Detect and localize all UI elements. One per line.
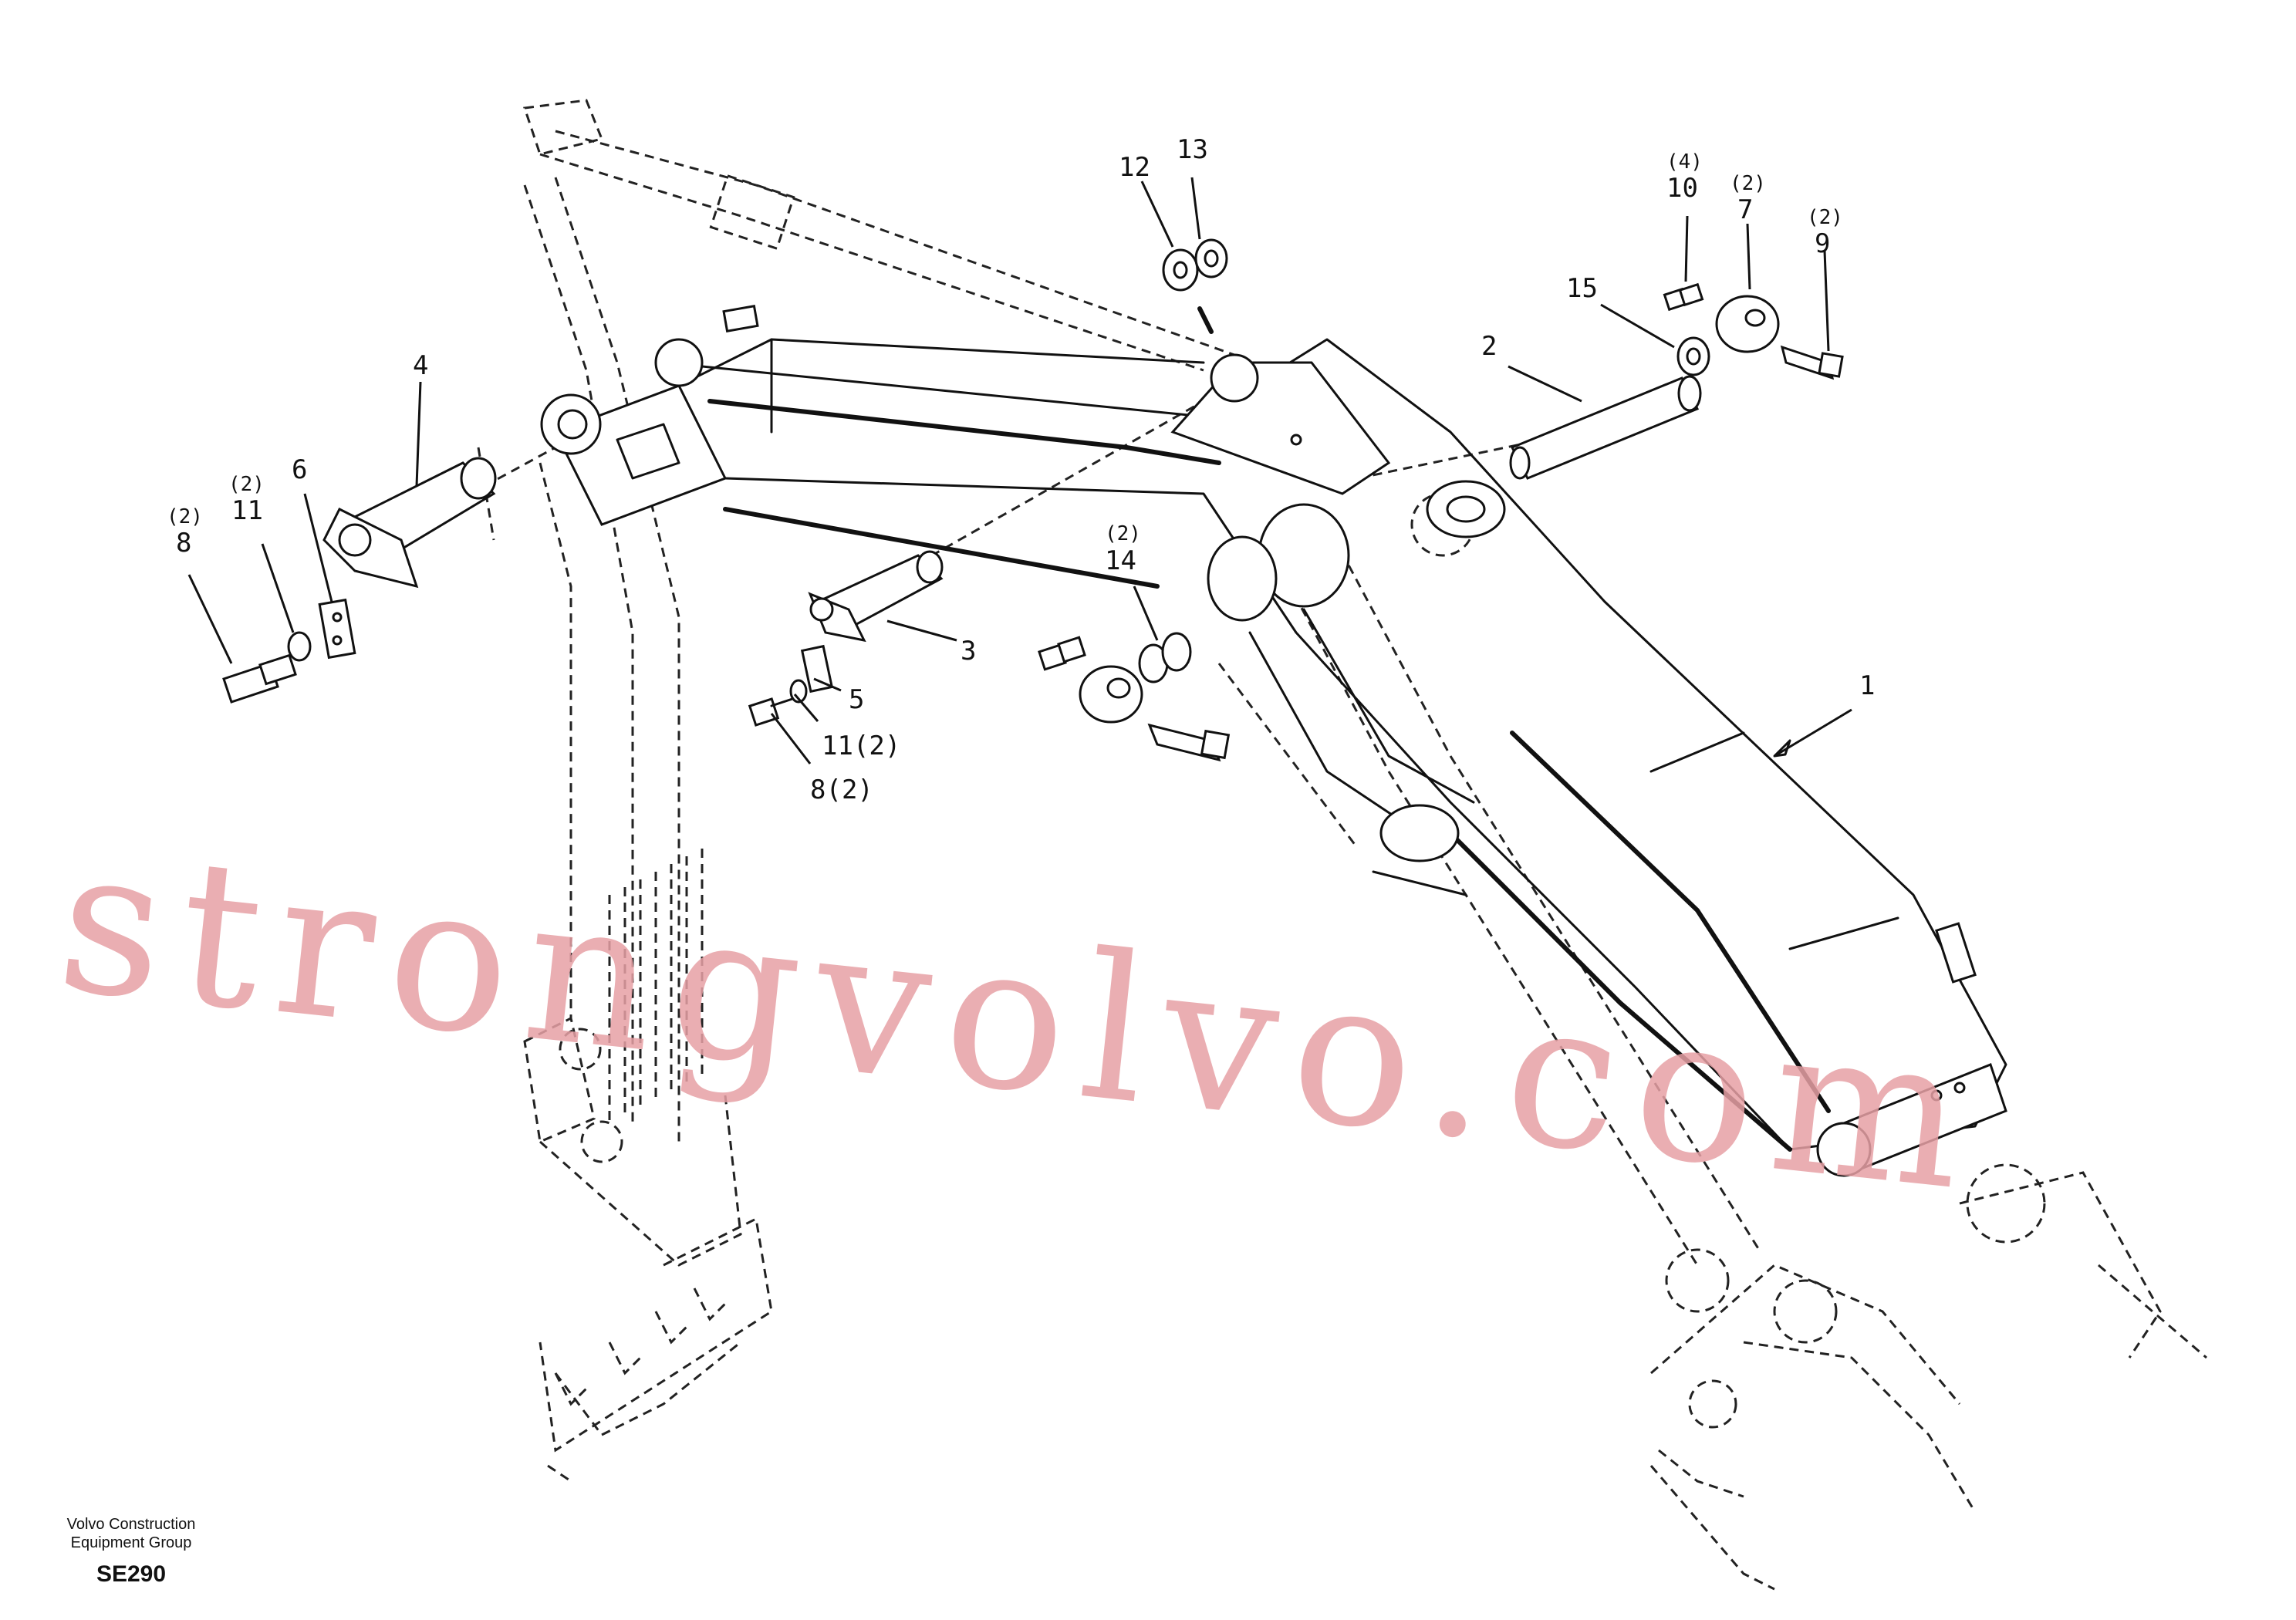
phantom-outline xyxy=(470,99,2207,1591)
company-name-line1: Volvo Construction xyxy=(67,1516,196,1533)
callout-9: 9 xyxy=(1815,228,1830,259)
callout-10: 10 xyxy=(1666,173,1698,204)
callout-9-qty: (2) xyxy=(1807,206,1843,229)
callout-arrows xyxy=(187,177,1852,764)
callout-7: 7 xyxy=(1737,194,1753,225)
company-name-line2: Equipment Group xyxy=(71,1534,192,1551)
part-3-pin xyxy=(808,550,944,643)
callout-4: 4 xyxy=(413,350,428,381)
boom-cylinder xyxy=(1207,503,1475,896)
callout-7-qty: (2) xyxy=(1730,172,1766,195)
callout-11-2: 11(2) xyxy=(822,731,900,761)
hardware xyxy=(222,238,1844,762)
callout-11-qty: (2) xyxy=(228,473,265,496)
callout-10-qty: (4) xyxy=(1666,150,1703,174)
callout-8-qty: (2) xyxy=(167,505,203,528)
callout-3: 3 xyxy=(961,636,976,667)
watermark: strongvolvo.com xyxy=(49,803,1991,1237)
part-2-pin xyxy=(1509,375,1702,480)
boom xyxy=(540,304,2007,1177)
callout-12: 12 xyxy=(1119,152,1150,183)
callout-15: 15 xyxy=(1566,273,1598,304)
callout-13: 13 xyxy=(1177,134,1208,165)
arm-hatching xyxy=(608,849,704,1126)
part-4-pin xyxy=(322,457,497,589)
callout-5: 5 xyxy=(849,684,864,715)
callout-8-2: 8(2) xyxy=(810,775,873,805)
callout-14-qty: (2) xyxy=(1105,522,1141,545)
callout-2: 2 xyxy=(1481,331,1497,362)
callout-8: 8 xyxy=(176,528,191,559)
diagram-code: SE290 xyxy=(96,1561,166,1587)
footer: Volvo Construction Equipment Group SE290 xyxy=(67,1516,196,1587)
bucket-teeth xyxy=(547,1288,727,1483)
callout-1: 1 xyxy=(1859,670,1875,701)
callout-11: 11 xyxy=(231,495,263,526)
callout-6: 6 xyxy=(292,454,307,485)
callout-14: 14 xyxy=(1105,545,1136,576)
callout-labels: 1 2 3 4 5 6 (2) 7 (2) 8 (2) 9 (4) 10 (2)… xyxy=(167,134,1875,805)
